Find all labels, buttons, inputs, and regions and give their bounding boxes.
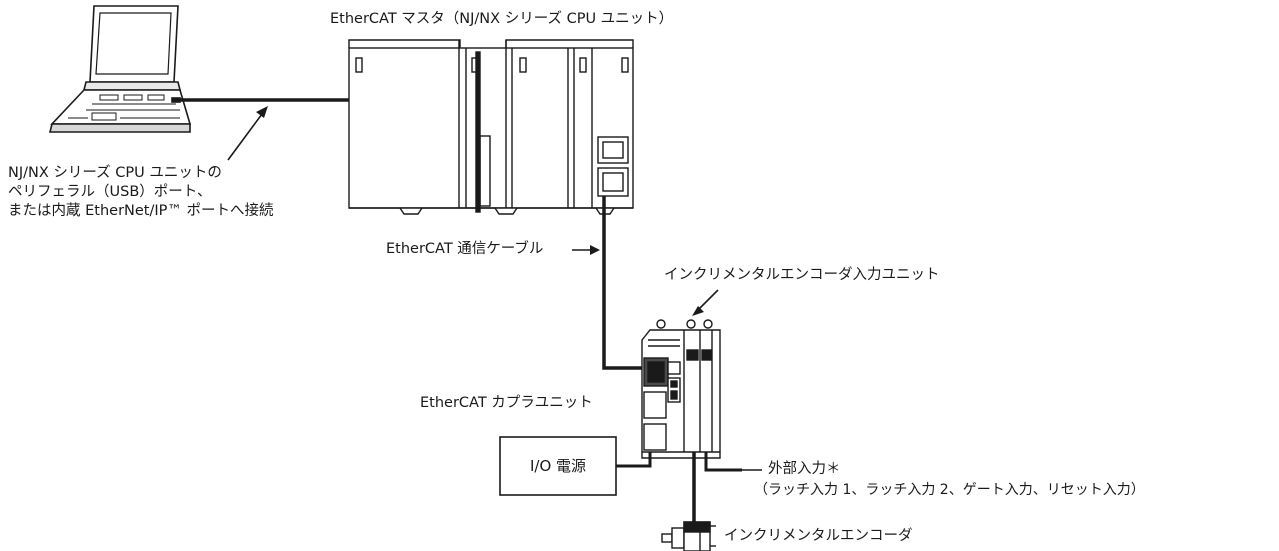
pc-connection-label-line1: NJ/NX シリーズ CPU ユニットの [8, 165, 222, 181]
external-input-cable [704, 452, 742, 472]
encoder-unit-arrow [692, 289, 719, 316]
coupler-unit-label: EtherCAT カプラユニット [420, 395, 593, 411]
io-power-supply-label: I/O 電源 [529, 456, 587, 475]
incremental-encoder-label: インクリメンタルエンコーダ [724, 528, 913, 544]
ethercat-cable-label: EtherCAT 通信ケーブル [386, 241, 544, 257]
cable-label-arrow [572, 245, 600, 255]
external-input-detail: （ラッチ入力 1、ラッチ入力 2、ゲート入力、リセット入力） [754, 482, 1145, 498]
coupler-and-encoder-unit [641, 319, 721, 459]
laptop-computer-icon [48, 5, 192, 133]
pc-connection-label-line2: ペリフェラル（USB）ポート、 [8, 184, 212, 200]
external-input-title: 外部入力＊ [768, 461, 841, 477]
power-supply-cable [616, 452, 652, 468]
io-power-supply-box [499, 436, 617, 496]
pc-connection-label-line3: または内蔵 EtherNet/IP™ ポートへ接続 [8, 203, 274, 219]
cpu-unit-rack [348, 39, 634, 215]
ethercat-cable [602, 196, 642, 370]
pc-connection-arrow [227, 106, 268, 161]
encoder-input-unit-label: インクリメンタルエンコーダ入力ユニット [664, 267, 940, 283]
incremental-encoder-icon [661, 521, 716, 551]
master-title: EtherCAT マスタ（NJ/NX シリーズ CPU ユニット） [330, 11, 674, 27]
